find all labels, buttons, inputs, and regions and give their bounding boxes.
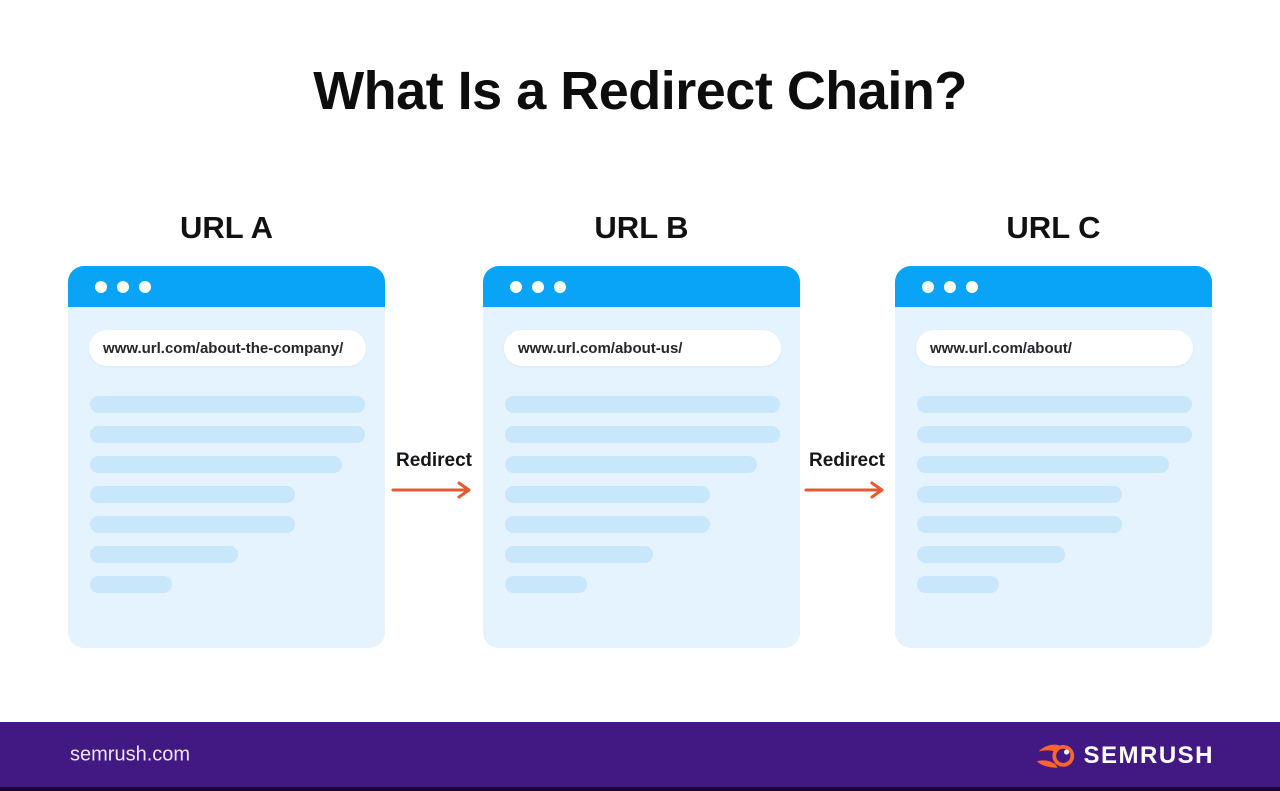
right-arrow-icon (804, 481, 884, 499)
window-dot-icon (510, 280, 522, 293)
page-content-placeholder (90, 396, 385, 593)
window-dot-icon (532, 280, 544, 293)
semrush-logo: SEMRUSH (1036, 741, 1214, 769)
url-a-label: URL A (180, 210, 273, 245)
url-text: www.url.com/about-us/ (518, 339, 683, 357)
skeleton-line (505, 456, 757, 473)
redirect-step-2: Redirect (798, 450, 896, 499)
window-dot-icon (944, 280, 956, 293)
redirect-label: Redirect (395, 450, 473, 471)
skeleton-line (505, 576, 587, 593)
footer-bar: semrush.com SEMRUSH (0, 722, 1280, 791)
address-bar: www.url.com/about-the-company/ (89, 330, 366, 366)
skeleton-line (90, 396, 365, 413)
browser-titlebar (483, 266, 800, 307)
skeleton-line (505, 396, 780, 413)
browser-titlebar (68, 266, 385, 307)
skeleton-line (917, 426, 1192, 443)
skeleton-line (90, 516, 295, 533)
footer-bottom-edge (0, 787, 1280, 791)
skeleton-line (917, 516, 1122, 533)
skeleton-line (917, 486, 1122, 503)
window-dot-icon (117, 280, 129, 293)
browser-window-a: www.url.com/about-the-company/ (68, 266, 385, 648)
window-dot-icon (922, 280, 934, 293)
window-dot-icon (95, 280, 107, 293)
right-arrow-icon (391, 481, 471, 499)
page-content-placeholder (917, 396, 1212, 593)
skeleton-line (505, 546, 653, 563)
browser-window-b: www.url.com/about-us/ (483, 266, 800, 648)
window-dot-icon (554, 280, 566, 293)
url-c-label: URL C (1006, 210, 1101, 245)
window-dot-icon (966, 280, 978, 293)
semrush-logo-text: SEMRUSH (1083, 741, 1214, 769)
redirect-step-1: Redirect (385, 450, 483, 499)
skeleton-line (917, 576, 999, 593)
browser-titlebar (895, 266, 1212, 307)
skeleton-line (505, 516, 710, 533)
page-content-placeholder (505, 396, 800, 593)
skeleton-line (90, 546, 238, 563)
window-dot-icon (139, 280, 151, 293)
url-text: www.url.com/about-the-company/ (103, 339, 344, 357)
address-bar: www.url.com/about-us/ (504, 330, 781, 366)
page-title: What Is a Redirect Chain? (313, 61, 967, 121)
footer-site-url: semrush.com (70, 743, 191, 766)
skeleton-line (90, 486, 295, 503)
semrush-logo-icon (1037, 744, 1075, 768)
redirect-label: Redirect (808, 450, 886, 471)
skeleton-line (90, 576, 172, 593)
skeleton-line (917, 456, 1169, 473)
browser-window-c: www.url.com/about/ (895, 266, 1212, 648)
skeleton-line (917, 546, 1065, 563)
skeleton-line (90, 456, 342, 473)
address-bar: www.url.com/about/ (916, 330, 1193, 366)
skeleton-line (90, 426, 365, 443)
skeleton-line (505, 426, 780, 443)
url-b-label: URL B (594, 210, 689, 245)
skeleton-line (505, 486, 710, 503)
skeleton-line (917, 396, 1192, 413)
url-text: www.url.com/about/ (930, 339, 1072, 357)
